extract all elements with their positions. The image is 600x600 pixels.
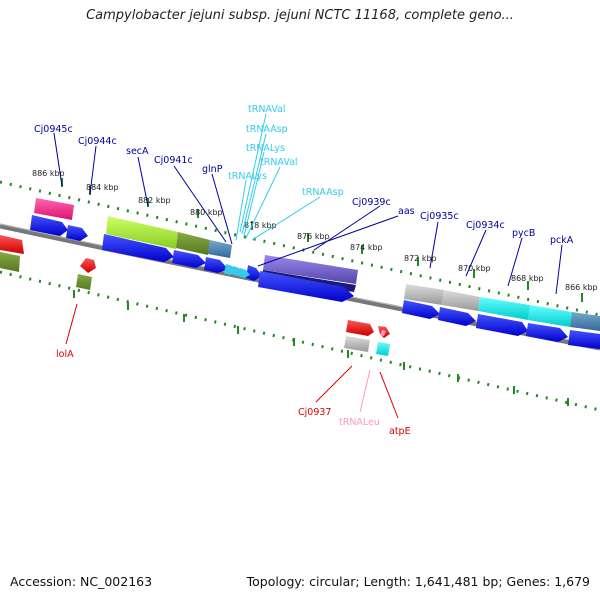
kbp-labels: 886 kbp 884 kbp 882 kbp 880 kbp 878 kbp …	[32, 169, 598, 292]
gene-label-cj0945c: Cj0945c	[34, 124, 73, 135]
ruler-ticks	[61, 178, 583, 406]
top-gene-labels: Cj0945c Cj0944c secA Cj0941c glnP tRNAVa…	[34, 104, 574, 246]
gene-label-cj0939c: Cj0939c	[352, 197, 391, 208]
kbp-label: 868 kbp	[511, 274, 544, 283]
gene-label-trnaasp-2: tRNAAsp	[302, 187, 344, 198]
feature-lime	[106, 216, 178, 249]
kbp-label: 884 kbp	[86, 183, 119, 192]
kbp-label: 876 kbp	[297, 232, 330, 241]
gene-label-trnalys-2: tRNALys	[228, 171, 267, 182]
gene-label-cj0935c: Cj0935c	[420, 211, 459, 222]
label-leaders	[53, 132, 563, 295]
bottom-gene-labels: lolA Cj0937 tRNALeu atpE	[56, 349, 411, 437]
gene-label-trnaasp-1: tRNAAsp	[246, 124, 288, 135]
feature-gray-1	[404, 284, 444, 305]
gene-label-seca: secA	[126, 146, 149, 157]
bottom-leaders	[65, 303, 399, 419]
reverse-strand-features	[0, 235, 390, 356]
cds-arrows	[30, 215, 600, 349]
feature-olive	[176, 232, 210, 255]
gene-label-pcka: pckA	[550, 235, 574, 246]
gene-label-trnalys-1: tRNALys	[246, 143, 285, 154]
gene-label-atpe: atpE	[389, 426, 411, 437]
map-title: Campylobacter jejuni subsp. jejuni NCTC …	[86, 8, 514, 23]
kbp-label: 886 kbp	[32, 169, 65, 178]
feature-cj0945c	[34, 198, 74, 220]
kbp-label: 878 kbp	[244, 221, 277, 230]
gene-label-trnaval-1: tRNAVal	[248, 104, 286, 115]
feature-cyan-2	[528, 305, 572, 327]
gene-label-cj0934c: Cj0934c	[466, 220, 505, 231]
gene-label-lola: lolA	[56, 349, 74, 360]
kbp-label: 874 kbp	[350, 243, 383, 252]
gene-label-pycb: pycB	[512, 228, 535, 239]
gene-label-cj0944c: Cj0944c	[78, 136, 117, 147]
gene-label-glnp: glnP	[202, 164, 223, 175]
feature-steel-2	[570, 312, 600, 331]
ruler-outer	[0, 180, 600, 317]
gene-label-aas: aas	[398, 206, 415, 217]
trna-arrows	[224, 264, 250, 278]
gene-label-cj0941c: Cj0941c	[154, 155, 193, 166]
feature-gray-2	[442, 290, 480, 311]
kbp-label: 872 kbp	[404, 254, 437, 263]
kbp-label: 866 kbp	[565, 283, 598, 292]
feature-cyan-1	[478, 297, 530, 320]
feature-purple	[263, 255, 358, 284]
trna-leaders	[235, 113, 321, 241]
accession-text: Accession: NC_002163	[10, 574, 153, 589]
topology-text: Topology: circular; Length: 1,641,481 bp…	[246, 574, 590, 589]
gene-label-trnaleu: tRNALeu	[339, 417, 380, 428]
forward-strand-features	[34, 198, 600, 331]
kbp-label: 882 kbp	[138, 196, 171, 205]
feature-steel	[208, 240, 232, 258]
gene-label-cj0937: Cj0937	[298, 407, 331, 418]
kbp-label: 870 kbp	[458, 264, 491, 273]
gene-label-trnaval-2: tRNAVal	[260, 157, 298, 168]
